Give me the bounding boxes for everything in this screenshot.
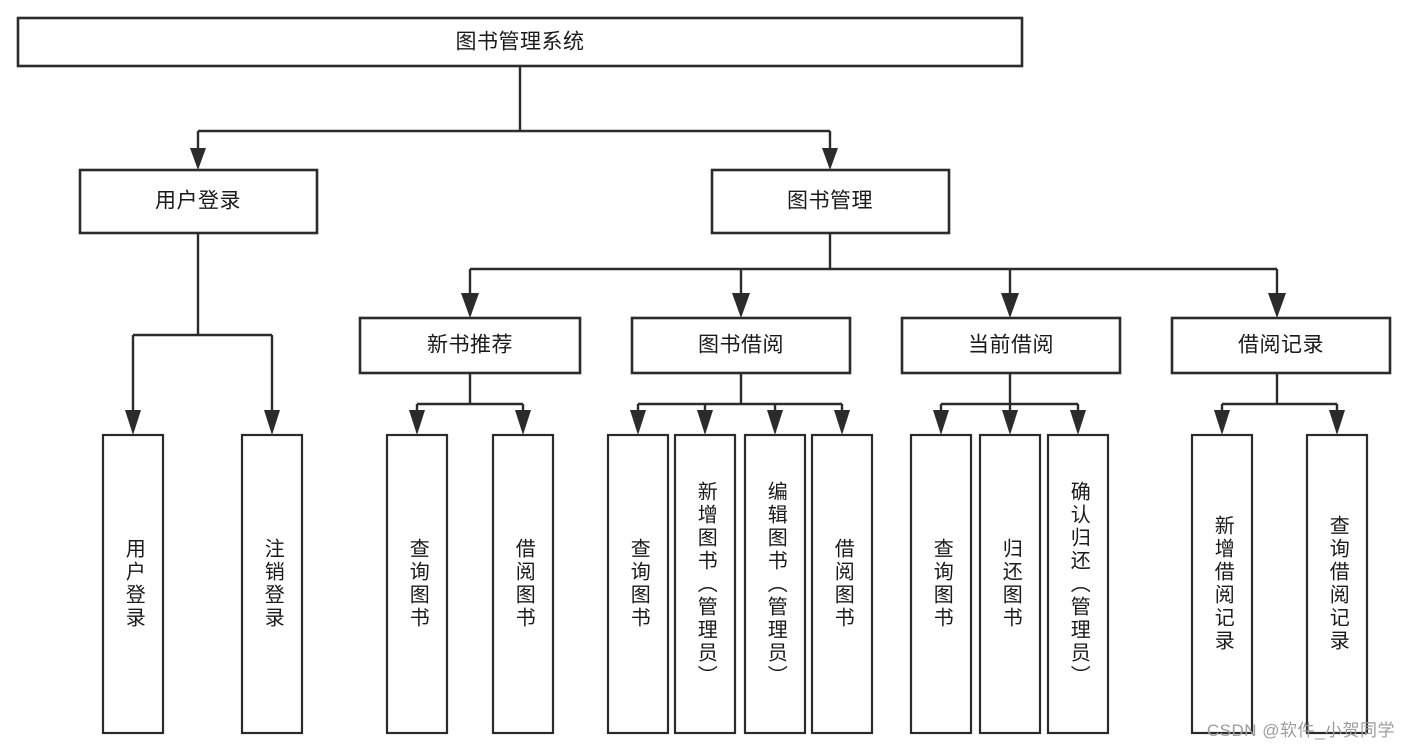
arrow-root-to-book-manage (822, 148, 838, 170)
arrow-to-current-borrow (1001, 293, 1019, 318)
leaf-box-book-borrow-3[interactable] (743, 433, 807, 735)
arrow-user-login-leaf-1 (125, 410, 141, 435)
arrow-new-book-leaf-1 (409, 410, 425, 435)
arrow-to-borrow-record (1268, 293, 1286, 318)
node-book-borrow-box (630, 316, 852, 375)
connector-group (125, 66, 1345, 435)
node-current-borrow[interactable]: 当前借阅 (900, 316, 1122, 375)
arrow-user-login-leaf-2 (264, 410, 280, 435)
arrow-current-borrow-leaf-3 (1070, 410, 1086, 435)
leaf-box-user-login-1[interactable] (101, 433, 165, 735)
leaf-box-book-borrow-4[interactable] (810, 433, 874, 735)
leaf-box-borrow-record-1[interactable] (1190, 433, 1254, 735)
node-root-label: 图书管理系统 (456, 31, 585, 54)
node-new-book-recommend-box (358, 316, 582, 375)
node-book-management-box (710, 168, 951, 235)
arrow-to-new-book-recommend (461, 293, 479, 318)
arrow-borrow-record-leaf-1 (1214, 410, 1230, 435)
arrow-borrow-record-leaf-2 (1329, 410, 1345, 435)
node-root-book-management-system[interactable]: 图书管理系统 (16, 16, 1024, 68)
node-user-login-label: 用户登录 (155, 190, 241, 213)
node-current-borrow-box (900, 316, 1122, 375)
node-borrow-record-label: 借阅记录 (1238, 334, 1324, 357)
arrow-new-book-leaf-2 (515, 410, 531, 435)
leaf-box-group (101, 433, 1369, 735)
leaf-box-new-book-2[interactable] (491, 433, 555, 735)
leaf-box-user-login-2[interactable] (240, 433, 304, 735)
arrow-book-borrow-leaf-4 (834, 410, 850, 435)
arrow-current-borrow-leaf-2 (1002, 410, 1018, 435)
arrow-book-borrow-leaf-3 (767, 410, 783, 435)
leaf-box-borrow-record-2[interactable] (1305, 433, 1369, 735)
arrow-book-borrow-leaf-2 (697, 410, 713, 435)
node-book-management[interactable]: 图书管理 (710, 168, 951, 235)
node-borrow-record[interactable]: 借阅记录 (1170, 316, 1392, 375)
leaf-box-new-book-1[interactable] (385, 433, 449, 735)
node-user-login-box (78, 168, 319, 235)
node-book-borrow[interactable]: 图书借阅 (630, 316, 852, 375)
node-root-box (16, 16, 1024, 68)
arrow-root-to-user-login (190, 148, 206, 170)
node-user-login[interactable]: 用户登录 (78, 168, 319, 235)
node-book-borrow-label: 图书借阅 (698, 334, 784, 357)
node-borrow-record-box (1170, 316, 1392, 375)
node-book-management-label: 图书管理 (787, 190, 873, 213)
leaf-box-current-borrow-3[interactable] (1046, 433, 1110, 735)
node-new-book-recommend[interactable]: 新书推荐 (358, 316, 582, 375)
arrow-book-borrow-leaf-1 (630, 410, 646, 435)
leaf-box-book-borrow-1[interactable] (606, 433, 670, 735)
leaf-box-book-borrow-2[interactable] (673, 433, 737, 735)
leaf-box-current-borrow-1[interactable] (909, 433, 973, 735)
node-new-book-recommend-label: 新书推荐 (427, 334, 513, 357)
leaf-box-current-borrow-2[interactable] (978, 433, 1042, 735)
arrow-to-book-borrow (732, 293, 750, 318)
arrow-current-borrow-leaf-1 (933, 410, 949, 435)
node-current-borrow-label: 当前借阅 (968, 334, 1054, 357)
csdn-watermark: CSDN @软件_小贺同学 (1206, 721, 1395, 740)
